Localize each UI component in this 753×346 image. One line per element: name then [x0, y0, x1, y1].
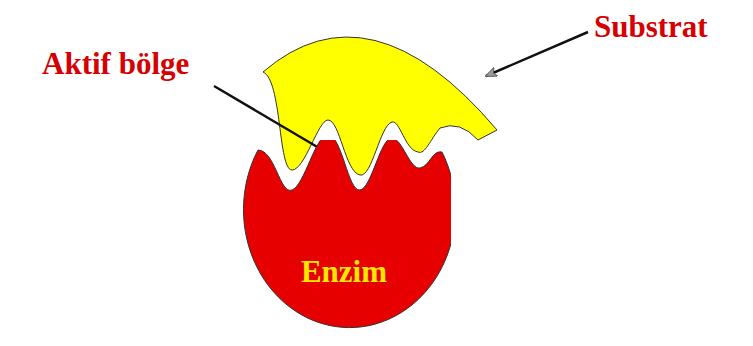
enzyme-outline [237, 140, 451, 346]
leader-arrow [486, 32, 588, 76]
substrate-label: Substrat [594, 9, 708, 45]
active-site-label: Aktif bölge [42, 46, 189, 82]
enzyme-label: Enzim [237, 252, 451, 292]
enzyme-shape: Enzim [237, 140, 451, 346]
enzyme-body [243, 140, 451, 328]
